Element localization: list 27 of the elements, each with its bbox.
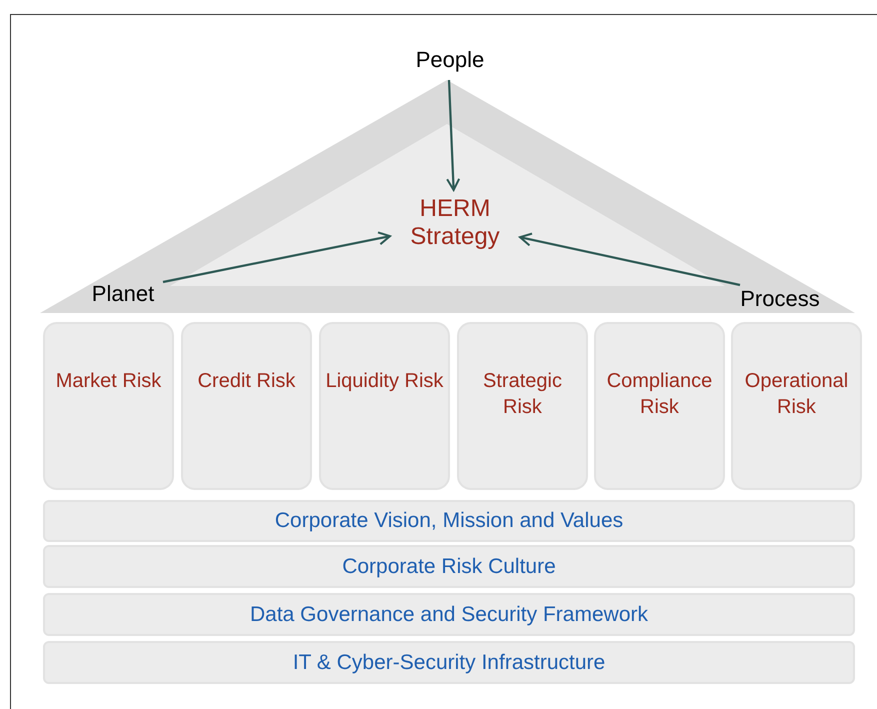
node-label: Planet (78, 279, 168, 309)
band-label: IT & Cyber-Security Infrastructure (292, 650, 606, 674)
arrow (162, 231, 391, 284)
node-label: People (395, 44, 505, 76)
strategy-label: HERM Strategy (390, 190, 520, 256)
risk-label: Credit Risk (198, 369, 296, 394)
risk-label: Market Risk (56, 369, 162, 394)
risk-label: Operational Risk (744, 369, 850, 420)
foundation-band (43, 593, 855, 636)
node-label: Process (728, 284, 832, 314)
risk-label: Strategic Risk (482, 369, 563, 420)
foundation-band (43, 500, 855, 542)
risk-pillar (457, 322, 588, 490)
band-label: Corporate Risk Culture (342, 554, 556, 578)
arrow (519, 232, 740, 286)
risk-pillar (319, 322, 450, 490)
risk-pillar (43, 322, 174, 490)
band-label: Data Governance and Security Framework (250, 602, 648, 626)
foundation-band (43, 641, 855, 684)
risk-label: Compliance Risk (606, 369, 714, 420)
band-label: Corporate Vision, Mission and Values (274, 509, 624, 533)
risk-label: Liquidity Risk (326, 369, 444, 394)
risk-pillar (731, 322, 862, 490)
risk-pillar (181, 322, 312, 490)
risk-pillar (594, 322, 725, 490)
arrow (446, 80, 460, 191)
foundation-band (43, 545, 855, 588)
